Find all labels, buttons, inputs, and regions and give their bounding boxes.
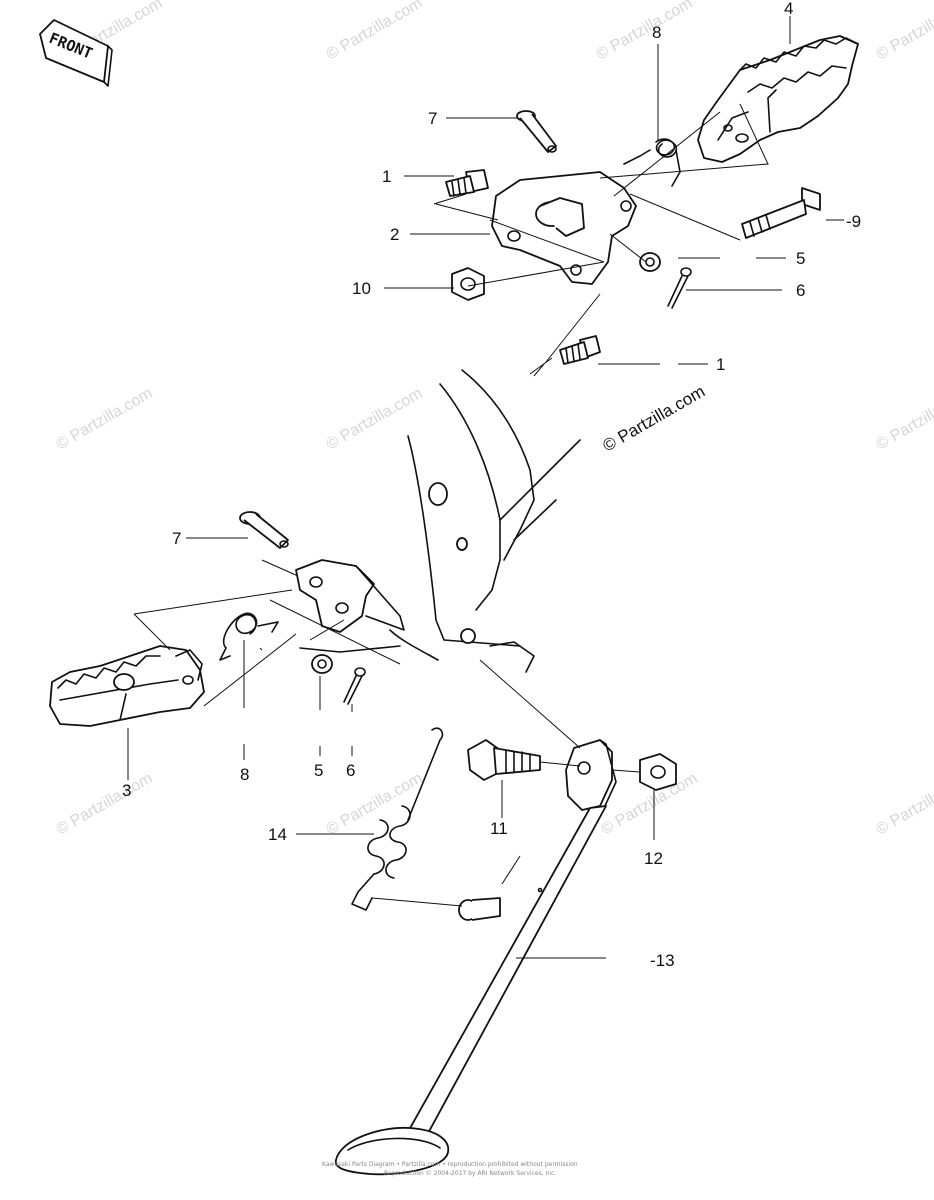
spring-anchor-pin: [458, 897, 501, 921]
top-assembly: [433, 35, 859, 377]
spring-top: [623, 138, 681, 187]
callout-8-top: 8: [652, 23, 661, 42]
bolt-1-top: [445, 169, 489, 197]
guide-lines-stand: [371, 659, 641, 907]
callout-9: -9: [846, 212, 861, 231]
cotter-pin-top: [667, 267, 692, 309]
watermark: © Partzilla.com: [324, 770, 426, 839]
callout-7-left: 7: [172, 529, 181, 548]
side-stand-assembly: [334, 659, 677, 1176]
watermark: © Partzilla.com: [324, 0, 426, 63]
callout-6-top: 6: [796, 281, 805, 300]
stand-spring: [351, 727, 444, 911]
callout-12: 12: [644, 849, 663, 868]
footer-line-1: Kawasaki Parts Diagram • Partzilla.com •…: [322, 1161, 578, 1168]
guide-lines-left: [133, 559, 401, 707]
right-footpeg: [697, 35, 859, 163]
callout-3: 3: [122, 781, 131, 800]
cotter-pin-left: [343, 667, 366, 705]
callout-13: -13: [650, 951, 675, 970]
stand-bracket: [565, 739, 617, 811]
washer-left: [311, 654, 333, 674]
callout-8-left: 8: [240, 765, 249, 784]
watermark: © Partzilla.com: [874, 385, 934, 454]
nut-12: [639, 753, 677, 791]
frame-section: [299, 369, 581, 673]
spring-left: [219, 612, 279, 661]
watermark: © Partzilla.com: [874, 0, 934, 63]
stand-leg: [334, 805, 607, 1176]
watermark: © Partzilla.com: [54, 385, 156, 454]
left-assembly: [49, 511, 405, 727]
callout-5-left: 5: [314, 761, 323, 780]
watermark-dark: © Partzilla.com: [600, 382, 709, 456]
callout-labels: 4 8 7 1 -9 2 5 10 6 1 7 3 8 5 6 14 11 12…: [122, 0, 861, 970]
washer-top: [639, 252, 661, 272]
callout-4: 4: [784, 0, 793, 18]
left-footpeg: [49, 645, 205, 727]
guide-lines-top: [433, 103, 769, 377]
footer-line-2: Reproduction © 2004-2017 by ARI Network …: [384, 1170, 556, 1177]
callout-7-top: 7: [428, 109, 437, 128]
callout-5-top: 5: [796, 249, 805, 268]
callout-14: 14: [268, 825, 287, 844]
bolt-1-lower: [559, 335, 601, 365]
front-direction-tag: FRONT: [39, 19, 113, 87]
clevis-pin-left: [239, 511, 289, 549]
leader-lines: [127, 16, 844, 959]
watermark: © Partzilla.com: [874, 770, 934, 839]
callout-6-left: 6: [346, 761, 355, 780]
clevis-pin-top: [516, 110, 557, 153]
callout-1-top: 1: [382, 167, 391, 186]
callout-11: 11: [490, 819, 508, 838]
left-bracket: [295, 559, 405, 633]
watermark: © Partzilla.com: [594, 0, 696, 63]
pivot-bolt-11: [467, 739, 541, 781]
watermark: © Partzilla.com: [54, 770, 156, 839]
bolt-9: [741, 187, 821, 239]
callout-2: 2: [390, 225, 399, 244]
nut-10: [451, 267, 485, 301]
callout-1-lower: 1: [716, 355, 725, 374]
callout-10: 10: [352, 279, 371, 298]
footpeg-bracket: [491, 171, 637, 285]
